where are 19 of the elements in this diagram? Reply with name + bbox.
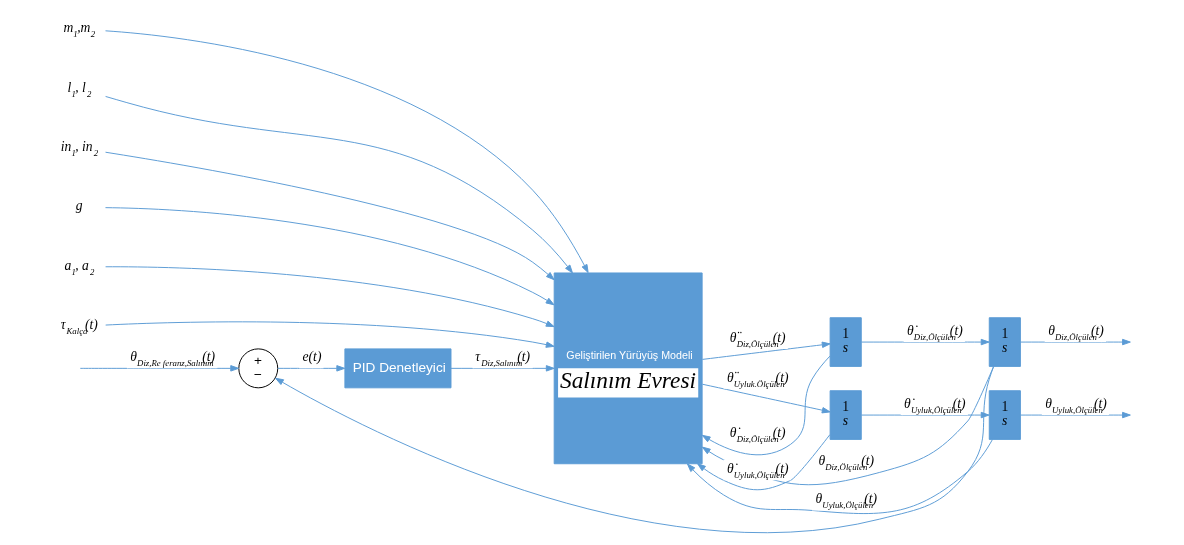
edge-label: θ$_{Diz,Re feranz,Salınım}$(t) — [130, 349, 216, 369]
edge-label: θ̈$_{Diz,Ölçülen}$(t) — [729, 329, 786, 349]
node-text: τ$_{Kalça}$(t) — [60, 317, 98, 337]
edge-label: θ̇$_{Uyluk,Ölçülen}$(t) — [726, 461, 789, 481]
edge-label: θ$_{Uyluk,Ölçülen}$(t) — [1045, 395, 1107, 415]
edge-label: θ$_{Uyluk,Ölçülen}$(t) — [815, 491, 878, 511]
edge-label: θ̇$_{Diz,Ölçülen}$(t) — [729, 425, 786, 445]
edge-label: θ$_{Diz,Ölçülen}$(t) — [818, 453, 875, 473]
edge-label: θ̇$_{Diz,Ölçülen}$(t) — [907, 322, 963, 342]
edge-label: τ$_{Diz,Salınım}$(t) — [475, 349, 531, 369]
edge-label: e(t) — [302, 349, 322, 365]
node-text: l$_{1}$, l$_{2}$ — [67, 79, 92, 99]
edge-label: θ̈$_{Uyluk.Ölçülen}$(t) — [726, 369, 789, 389]
node-text: in$_{1}$, in$_{2}$ — [60, 139, 99, 158]
edge-label: θ̇$_{Uyluk,Ölçülen}$(t) — [904, 395, 966, 415]
node-text: g — [75, 198, 83, 214]
node-text: a$_{1}$, a$_{2}$ — [64, 257, 95, 277]
edge-label: θ$_{Diz,Ölçülen}$(t) — [1048, 322, 1104, 342]
node-text: m$_{1}$,m$_{2}$ — [63, 20, 96, 40]
